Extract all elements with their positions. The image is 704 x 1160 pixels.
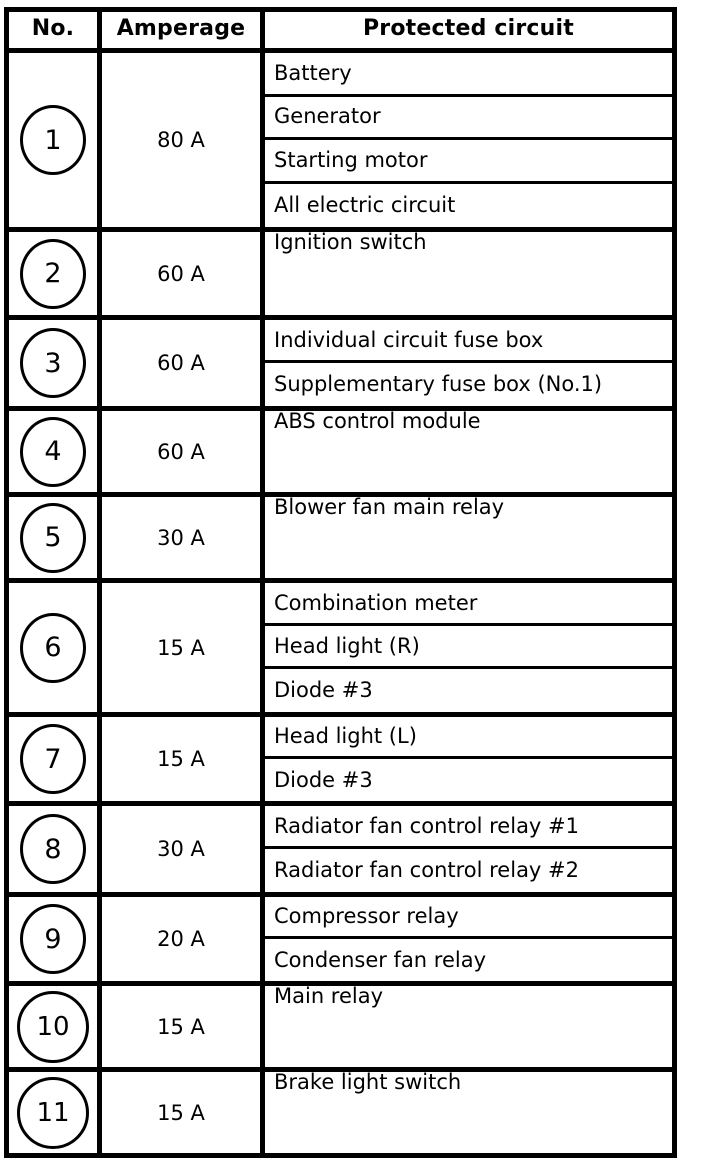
amperage-cell: 60 A	[99, 229, 265, 320]
amperage-cell: 15 A	[99, 983, 265, 1072]
amperage-cell: 60 A	[99, 317, 265, 411]
circuit-list: Head light (L)Diode #3	[265, 717, 672, 801]
circuit-list: Ignition switch	[265, 232, 672, 253]
fuse-number-cell: 10	[6, 983, 102, 1072]
circuit-item: Individual circuit fuse box	[265, 320, 672, 363]
protected-circuit-cell: Brake light switch	[262, 1069, 675, 1156]
protected-circuit-cell: Main relay	[262, 983, 675, 1072]
fuse-number-circle-icon: 3	[20, 328, 86, 398]
fuse-number-circle-icon: 8	[20, 814, 86, 884]
circuit-item: Diode #3	[265, 759, 672, 801]
protected-circuit-cell: Ignition switch	[262, 229, 675, 320]
fuse-number-circle-icon: 10	[17, 990, 89, 1063]
circuit-item: Head light (R)	[265, 626, 672, 669]
fuse-number-cell: 7	[6, 714, 102, 806]
circuit-item: Brake light switch	[265, 1072, 462, 1093]
fuse-number-cell: 9	[6, 894, 102, 986]
circuit-item: Ignition switch	[265, 232, 427, 253]
circuit-item: Diode #3	[265, 669, 672, 712]
fuse-number-cell: 6	[6, 580, 102, 717]
circuit-item: Combination meter	[265, 583, 672, 626]
circuit-item: Blower fan main relay	[265, 497, 505, 518]
table-header-row: No. Amperage Protected circuit	[6, 9, 675, 53]
circuit-list: Main relay	[265, 986, 672, 1007]
circuit-item: ABS control module	[265, 411, 481, 432]
circuit-list: Blower fan main relay	[265, 497, 672, 518]
fuse-number-cell: 11	[6, 1069, 102, 1156]
fuse-number-cell: 8	[6, 803, 102, 897]
fuse-number-circle-icon: 9	[20, 904, 86, 974]
fuse-number-cell: 1	[6, 50, 102, 232]
amperage-cell: 80 A	[99, 50, 265, 232]
fuse-number-cell: 3	[6, 317, 102, 411]
protected-circuit-cell: Blower fan main relay	[262, 494, 675, 583]
circuit-item: Radiator fan control relay #2	[265, 849, 672, 892]
circuit-list: Brake light switch	[265, 1072, 672, 1093]
protected-circuit-cell: ABS control module	[262, 408, 675, 497]
circuit-list: ABS control module	[265, 411, 672, 432]
circuit-item: Radiator fan control relay #1	[265, 806, 672, 849]
circuit-item: Battery	[265, 53, 672, 97]
column-header-amperage: Amperage	[99, 9, 265, 53]
fuse-number-circle-icon: 11	[17, 1076, 89, 1149]
circuit-item: Compressor relay	[265, 897, 672, 939]
amperage-cell: 60 A	[99, 408, 265, 497]
fuse-number-cell: 2	[6, 229, 102, 320]
fuse-number-circle-icon: 4	[20, 416, 86, 487]
fuse-number-cell: 5	[6, 494, 102, 583]
circuit-item: Generator	[265, 96, 672, 140]
amperage-cell: 15 A	[99, 1069, 265, 1156]
fuse-number-circle-icon: 1	[20, 105, 86, 175]
fuse-number-cell: 4	[6, 408, 102, 497]
fuse-number-circle-icon: 7	[20, 724, 86, 794]
fuse-number-circle-icon: 2	[20, 238, 86, 309]
amperage-cell: 20 A	[99, 894, 265, 986]
column-header-no: No.	[6, 9, 102, 53]
fuse-number-circle-icon: 6	[20, 612, 86, 683]
protected-circuit-cell: Head light (L)Diode #3	[262, 714, 675, 806]
circuit-item: Main relay	[265, 986, 384, 1007]
column-header-protected-circuit: Protected circuit	[262, 9, 675, 53]
amperage-cell: 30 A	[99, 494, 265, 583]
fuse-number-circle-icon: 5	[20, 502, 86, 573]
circuit-item: Supplementary fuse box (No.1)	[265, 363, 672, 406]
amperage-cell: 30 A	[99, 803, 265, 897]
amperage-cell: 15 A	[99, 580, 265, 717]
amperage-cell: 15 A	[99, 714, 265, 806]
circuit-item: Starting motor	[265, 140, 672, 184]
circuit-item: Head light (L)	[265, 717, 672, 759]
circuit-item: Condenser fan relay	[265, 939, 672, 981]
circuit-item: All electric circuit	[265, 183, 672, 227]
